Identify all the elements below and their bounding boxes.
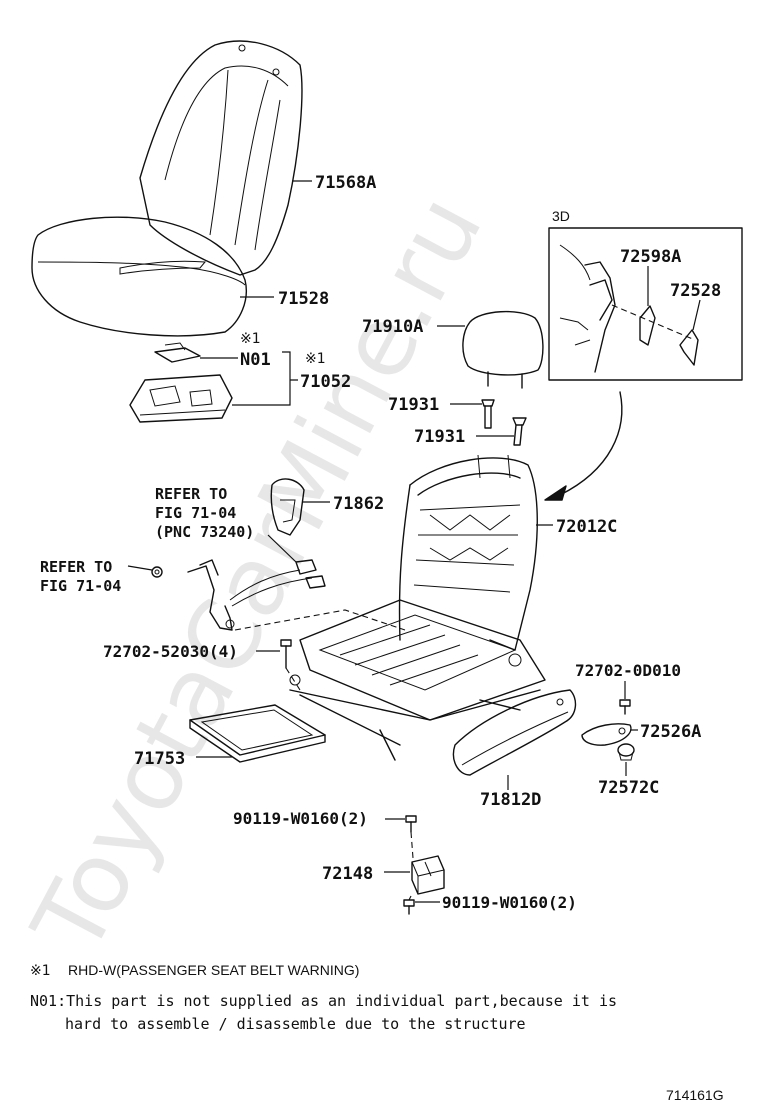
figure-id: 714161G — [666, 1087, 724, 1103]
seat-belt-buckle-drawing — [187, 559, 326, 631]
leader-refer-a — [267, 534, 297, 563]
part-label-71528: 71528 — [278, 289, 329, 309]
inset-detail-drawing — [559, 244, 699, 373]
leader-72528 — [692, 299, 701, 331]
seatback-cover-drawing — [139, 40, 303, 276]
part-label-72012C: 72012C — [556, 517, 617, 537]
shield-screw-drawing — [619, 699, 631, 715]
headrest-guide-lower — [512, 417, 527, 446]
inset-title: 3D — [552, 208, 570, 224]
part-label-71812D: 71812D — [480, 790, 541, 810]
part-label-71862: 71862 — [333, 494, 384, 514]
refer-label-b-line1: REFER TO — [40, 558, 112, 576]
seat-frame-drawing — [289, 454, 546, 761]
belt-cover-drawing — [270, 478, 305, 536]
note-mark-71052: ※1 — [305, 351, 326, 367]
side-shield-drawing — [452, 689, 577, 776]
part-label-72572C: 72572C — [598, 778, 659, 798]
dashed-line-lower-bolt — [408, 895, 412, 901]
seat-cushion-cover-drawing — [31, 216, 247, 337]
knob-cap-drawing — [617, 743, 635, 761]
refer-label-a-line1: REFER TO — [155, 485, 227, 503]
dashed-line-belt-to-frame — [234, 609, 406, 631]
inset-3d-frame — [548, 227, 743, 381]
inset-pointer-arrowhead — [544, 485, 567, 501]
module-bolt-lower-drawing — [403, 899, 415, 915]
footnote-n01-line2: hard to assemble / disassemble due to th… — [65, 1015, 526, 1033]
footnote-rhd-w: RHD-W(PASSENGER SEAT BELT WARNING) — [68, 962, 359, 978]
dashed-line-upper-bolt — [410, 831, 414, 859]
dashed-line-bolt-to-frame — [285, 667, 301, 691]
module-bolt-upper-drawing — [405, 815, 417, 833]
recliner-knob-drawing — [581, 723, 632, 746]
footnote-mark: ※1 — [30, 963, 51, 979]
part-label-N01: N01 — [240, 350, 271, 370]
occupant-sensor-pad-drawing — [129, 374, 233, 423]
part-label-71910A: 71910A — [362, 317, 423, 337]
seat-belt-warning-module-drawing — [411, 855, 445, 895]
part-label-71753: 71753 — [134, 749, 185, 769]
inset-pointer-arrow — [559, 391, 623, 496]
leader-71052 — [232, 351, 298, 406]
part-label-72528: 72528 — [670, 281, 721, 301]
part-label-71568A: 71568A — [315, 173, 376, 193]
n01-clip-drawing — [154, 342, 201, 363]
refer-label-a-line3: (PNC 73240) — [155, 523, 254, 541]
part-label-72598A: 72598A — [620, 247, 681, 267]
note-mark-n01: ※1 — [240, 331, 261, 347]
part-label-90119-lower: 90119-W0160(2) — [442, 893, 577, 912]
leader-refer-b — [127, 565, 153, 571]
part-label-90119-upper: 90119-W0160(2) — [233, 809, 368, 828]
frame-bolt-drawing — [280, 639, 292, 669]
part-label-72148: 72148 — [322, 864, 373, 884]
part-label-72526A: 72526A — [640, 722, 701, 742]
footnote-n01-line1: N01:This part is not supplied as an indi… — [30, 992, 617, 1010]
part-label-71931-upper: 71931 — [388, 395, 439, 415]
headrest-drawing — [462, 310, 544, 389]
part-label-71052: 71052 — [300, 372, 351, 392]
refer-label-b-line2: FIG 71-04 — [40, 577, 121, 595]
refer-label-a-line2: FIG 71-04 — [155, 504, 236, 522]
part-label-71931-lower: 71931 — [414, 427, 465, 447]
part-label-72702-0D010: 72702-0D010 — [575, 661, 681, 680]
anchor-bolt-drawing — [151, 566, 163, 578]
part-label-72702-52030: 72702-52030(4) — [103, 642, 238, 661]
headrest-guide-upper — [481, 399, 495, 429]
under-seat-tray-drawing — [189, 704, 326, 763]
